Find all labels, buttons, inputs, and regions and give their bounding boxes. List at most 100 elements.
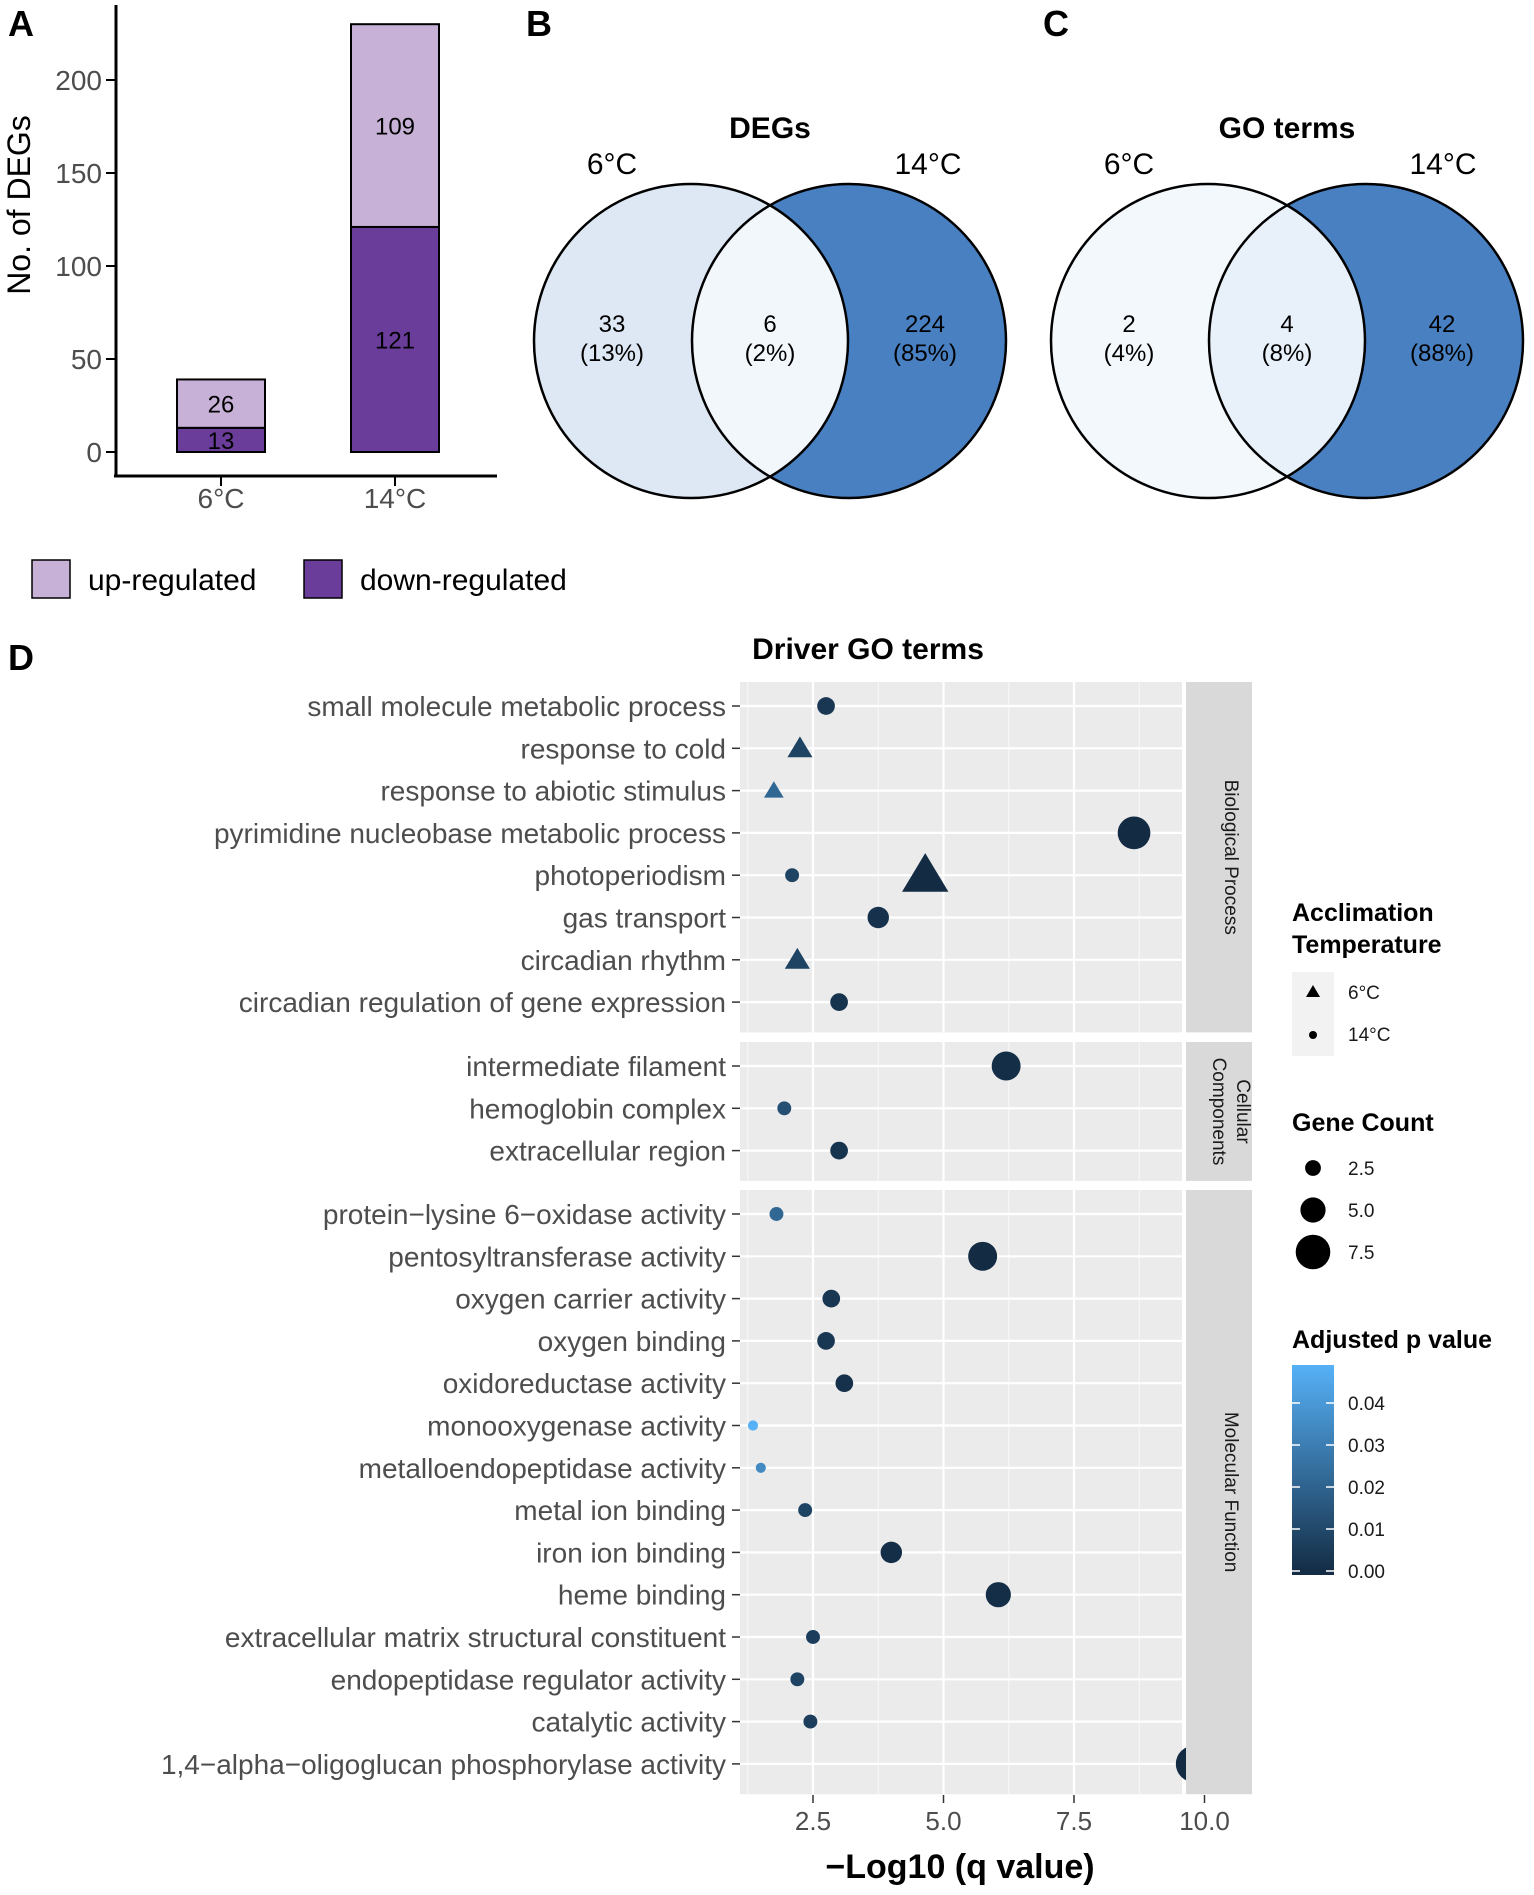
venn-c-set-left-label: 6°C (1104, 148, 1154, 181)
bar-up-regulated (176, 378, 266, 429)
go-term-point-14c (790, 1672, 805, 1687)
venn-b-overlap-pct: (2%) (745, 340, 796, 367)
go-term-label: small molecule metabolic process (307, 691, 726, 722)
go-term-label: gas transport (563, 903, 727, 934)
bar-label-up-regulated: 109 (375, 114, 415, 141)
size-legend-label: 2.5 (1348, 1159, 1374, 1180)
facet-strip (1186, 682, 1252, 1033)
legend-swatch-up-regulated (31, 559, 71, 599)
panel-d-color-legend: Adjusted p value 0.040.030.020.010.00 (1292, 1326, 1492, 1583)
color-legend-label: 0.01 (1348, 1520, 1385, 1541)
shape-legend-label-14c: 14°C (1348, 1025, 1390, 1046)
shape-legend-triangle-marker (1306, 985, 1320, 997)
venn-c-left-circle (1049, 182, 1367, 500)
legend-label-down-regulated: down-regulated (360, 564, 567, 597)
venn-b-set-right-label: 14°C (894, 148, 961, 181)
go-term-label: 1,4−alpha−oligoglucan phosphorylase acti… (161, 1749, 726, 1780)
go-term-label: metalloendopeptidase activity (359, 1453, 726, 1484)
panel-letter-d: D (8, 637, 34, 678)
go-term-label: iron ion binding (536, 1537, 726, 1568)
facet-plot-background (740, 682, 1182, 1033)
go-term-label: metal ion binding (514, 1495, 726, 1526)
color-legend-title: Adjusted p value (1292, 1326, 1492, 1354)
facet-strip-label: Cellular (1232, 1079, 1253, 1144)
panel-a-x-tick-label: 14°C (364, 483, 427, 514)
go-term-label: circadian rhythm (521, 945, 726, 976)
legend-label-up-regulated: up-regulated (88, 564, 256, 597)
go-term-label: oxygen carrier activity (455, 1284, 726, 1315)
go-term-label: heme binding (558, 1580, 726, 1611)
panel-letter-b: B (526, 3, 552, 44)
go-term-label: oxidoreductase activity (443, 1368, 726, 1399)
size-legend-circle (1295, 1234, 1331, 1270)
bar-label-up-regulated: 26 (208, 392, 235, 419)
go-term-point-14c (985, 1582, 1011, 1608)
x-tick-label: 10.0 (1179, 1806, 1230, 1836)
venn-b-right-pct: (85%) (893, 340, 957, 367)
go-term-label: intermediate filament (466, 1051, 726, 1082)
size-legend-label: 7.5 (1348, 1243, 1374, 1264)
venn-c-title: GO terms (1219, 112, 1356, 145)
x-tick-label: 2.5 (795, 1806, 831, 1836)
panel-a-y-tick-label: 200 (55, 65, 102, 96)
facet-plot-background (740, 1190, 1182, 1795)
color-legend-label: 0.03 (1348, 1436, 1385, 1457)
shape-legend-key-bg (1292, 972, 1334, 1056)
go-term-label: response to cold (521, 733, 726, 764)
panel-a-x-tick-label: 6°C (198, 483, 245, 514)
shape-legend-title-line2: Temperature (1292, 931, 1442, 959)
venn-b-right-circle (690, 182, 1008, 500)
color-legend-bar (1292, 1365, 1334, 1575)
go-term-label: response to abiotic stimulus (380, 776, 726, 807)
panel-a-y-axis-title: No. of DEGs (1, 115, 37, 295)
venn-c-right-circle (1207, 182, 1525, 500)
size-legend-circle (1305, 1160, 1321, 1176)
go-term-label: extracellular region (489, 1136, 726, 1167)
go-term-label: monooxygenase activity (427, 1411, 726, 1442)
go-term-point-14c (968, 1241, 998, 1271)
venn-b-left-circle (532, 182, 850, 500)
facet-strip (1186, 1042, 1252, 1181)
panel-a-x-ticks: 6°C 14°C (198, 476, 427, 514)
go-term-label: pentosyltransferase activity (388, 1241, 726, 1272)
go-term-point-14c (817, 697, 835, 715)
size-legend-title: Gene Count (1292, 1109, 1434, 1137)
facet-panel: small molecule metabolic process response… (214, 682, 1252, 1033)
panel-a-y-tick-label: 0 (86, 437, 102, 468)
legend-swatch-down-regulated (303, 559, 343, 599)
go-term-point-14c (880, 1541, 903, 1564)
go-term-point-14c (1117, 816, 1151, 850)
go-term-label: pyrimidine nucleobase metabolic process (214, 818, 726, 849)
go-term-label: oxygen binding (538, 1326, 726, 1357)
go-term-label: protein−lysine 6−oxidase activity (323, 1199, 726, 1230)
venn-c-set-right-label: 14°C (1409, 148, 1476, 181)
venn-c-left-count: 2 (1122, 311, 1135, 338)
bar-label-down-regulated: 121 (375, 327, 415, 354)
go-term-point-14c (755, 1462, 766, 1473)
facet-strip-label: Components (1208, 1058, 1229, 1166)
go-term-point-14c (835, 1374, 854, 1393)
panel-a-y-tick-label: 100 (55, 251, 102, 282)
go-term-point-14c (817, 1332, 835, 1350)
panel-a-y-tick-label: 50 (71, 344, 102, 375)
venn-c-overlap-pct: (8%) (1262, 340, 1313, 367)
venn-b-overlap-count: 6 (763, 311, 776, 338)
venn-b-title: DEGs (729, 112, 811, 145)
venn-c-right-pct: (88%) (1410, 340, 1474, 367)
venn-b-left-pct: (13%) (580, 340, 644, 367)
go-term-point-14c (822, 1289, 841, 1308)
venn-c-right-count: 42 (1429, 311, 1456, 338)
go-term-label: endopeptidase regulator activity (331, 1664, 726, 1695)
venn-c-left-pct: (4%) (1104, 340, 1155, 367)
go-term-point-14c (747, 1420, 759, 1431)
go-term-point-6c (763, 781, 784, 798)
go-term-label: extracellular matrix structural constitu… (225, 1622, 726, 1653)
facet-strip-label: Molecular Function (1220, 1412, 1241, 1573)
panel-b-venn: DEGs 6°C 14°C 33 (13%) 6 (2%) 224 (85%) (532, 112, 1008, 500)
go-term-point-14c (830, 1141, 848, 1160)
